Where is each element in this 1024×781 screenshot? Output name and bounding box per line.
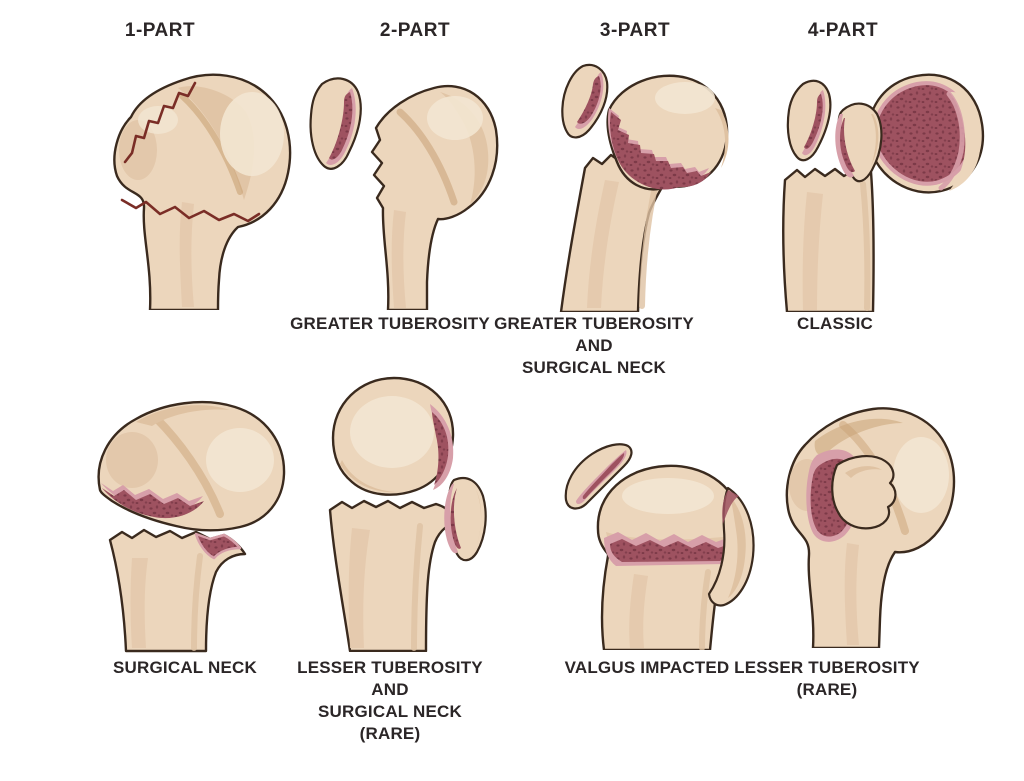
- column-header-1-part: 1-PART: [124, 20, 196, 41]
- shaft-shading: [844, 543, 859, 645]
- caption-line: GREATER TUBEROSITY: [494, 314, 694, 333]
- caption-line: LESSER TUBEROSITY: [734, 658, 920, 677]
- caption-greater-tuberosity-and-surgical-neck: GREATER TUBEROSITY AND SURGICAL NECK: [469, 313, 719, 379]
- shaft-shading: [587, 180, 619, 308]
- fracture-line-neck: [120, 198, 261, 223]
- illustration-lesser-tuberosity-rare: [785, 407, 956, 648]
- illustration-valgus-impacted: [564, 443, 755, 650]
- caption-lesser-tuberosity-and-surgical-neck: LESSER TUBEROSITY AND SURGICAL NECK (RAR…: [265, 657, 515, 745]
- head-edge-shade: [715, 108, 729, 168]
- fragment-cancellous: [582, 453, 625, 500]
- illustration-4-part-classic: [782, 73, 985, 312]
- caption-line: (RARE): [796, 680, 858, 699]
- caption-valgus-impacted: VALGUS IMPACTED: [522, 657, 772, 679]
- caption-greater-tuberosity: GREATER TUBEROSITY: [265, 313, 515, 335]
- caption-line: SURGICAL NECK: [113, 658, 257, 677]
- shaft-cut-cancellous: [194, 532, 242, 560]
- shaft-edge-shade: [860, 181, 871, 311]
- head-highlight: [350, 396, 434, 468]
- caption-line: AND: [575, 336, 613, 355]
- fragment-cancellous: [329, 92, 353, 160]
- impaction-cancellous: [610, 539, 730, 562]
- caption-line: LESSER TUBEROSITY: [297, 658, 483, 677]
- head-top-shade: [136, 405, 230, 426]
- caption-line: CLASSIC: [796, 314, 874, 333]
- caption-line: AND: [371, 680, 409, 699]
- head-rim: [938, 91, 965, 191]
- head-bottom-shade: [340, 460, 400, 493]
- head-cancellous: [610, 112, 711, 190]
- wedge-rim: [835, 114, 854, 178]
- head-articular-crescent: [949, 92, 981, 191]
- caption-lesser-tuberosity-rare: LESSER TUBEROSITY (RARE): [702, 657, 952, 701]
- neck-shade-line: [396, 108, 458, 206]
- column-header-4-part: 4-PART: [807, 20, 879, 41]
- head-highlight: [206, 428, 274, 492]
- neck-shade-line: [152, 414, 224, 518]
- fragment-shade: [845, 466, 882, 478]
- illustration-lesser-tuberosity-and-surgical-neck: [328, 376, 487, 652]
- head-cut-cancellous: [102, 488, 204, 519]
- caption-surgical-neck: SURGICAL NECK: [60, 657, 310, 679]
- caption-line: VALGUS IMPACTED: [564, 658, 730, 677]
- illustration-3-part: [559, 63, 729, 312]
- head-highlight: [893, 437, 949, 513]
- head-highlight: [220, 92, 284, 176]
- shaft-edge-shade: [191, 553, 203, 651]
- fracture-line-vertical: [123, 81, 197, 164]
- illustration-surgical-neck: [97, 400, 286, 653]
- lateral-fragment-shade: [728, 496, 746, 598]
- shaft-shading: [391, 210, 406, 308]
- illustration-1-part-nondisplaced: [113, 73, 292, 310]
- neck-shade-line: [179, 93, 243, 195]
- lateral-fragment: [707, 486, 755, 607]
- shaft-shading: [629, 574, 648, 648]
- wedge-cancellous: [840, 118, 855, 173]
- caption-classic: CLASSIC: [710, 313, 960, 335]
- column-header-3-part: 3-PART: [599, 20, 671, 41]
- fragment-rim: [444, 483, 458, 554]
- head-highlight: [655, 82, 715, 114]
- shaft-shading: [348, 528, 370, 648]
- caption-line: SURGICAL NECK: [318, 702, 462, 721]
- shaft-edge-shade: [699, 569, 711, 650]
- fragment-shade: [476, 490, 482, 544]
- tuberosity-shading: [106, 432, 158, 488]
- shaft-edge-shade: [411, 523, 423, 651]
- head-highlight: [622, 478, 714, 514]
- shaft-fragment: [782, 167, 875, 312]
- fragment-cancellous: [577, 76, 601, 124]
- fragment-cancellous: [450, 488, 461, 549]
- lateral-fragment-cancellous: [722, 490, 739, 524]
- shaft-shading: [130, 558, 148, 648]
- tuberosity-region-shade: [814, 418, 903, 456]
- illustration-2-part-greater-tuberosity: [309, 77, 499, 310]
- caption-line: (RARE): [359, 724, 421, 743]
- head-highlight: [427, 96, 483, 140]
- wedge-shade: [871, 114, 879, 166]
- caption-line: SURGICAL NECK: [522, 358, 666, 377]
- fragment-cancellous: [804, 94, 823, 149]
- caption-line: GREATER TUBEROSITY: [290, 314, 490, 333]
- column-header-2-part: 2-PART: [379, 20, 451, 41]
- tuberosity-shading: [119, 120, 157, 180]
- shaft-shading: [802, 192, 823, 310]
- shaft-shading: [179, 202, 194, 307]
- head-bite-cancellous: [432, 412, 449, 485]
